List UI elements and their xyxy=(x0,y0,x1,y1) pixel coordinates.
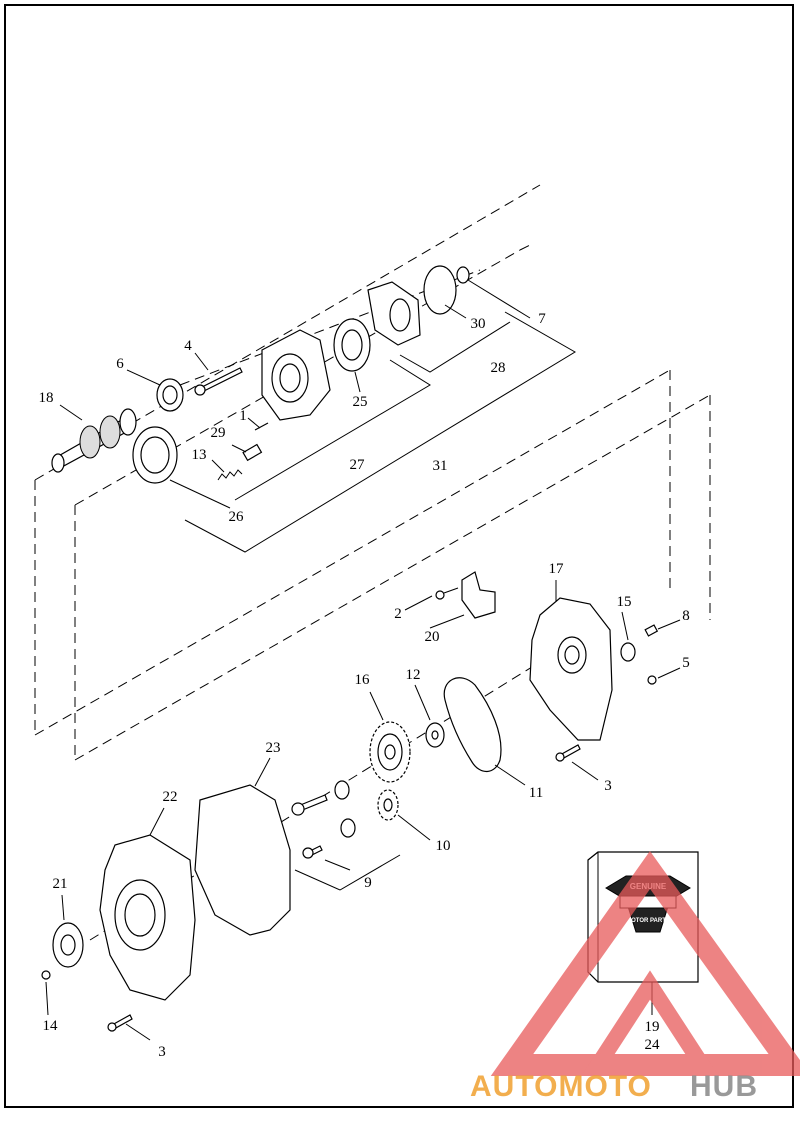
part-20-bracket xyxy=(461,571,496,619)
part-21-cap xyxy=(52,922,84,968)
part-9-bolts xyxy=(291,780,356,859)
callout-24: 24 xyxy=(645,1037,661,1053)
callout-13: 13 xyxy=(192,447,207,463)
part-2-screw xyxy=(435,587,459,600)
part-16-sprocket xyxy=(369,721,411,783)
callout-3-right: 3 xyxy=(604,778,612,794)
callout-18: 18 xyxy=(39,390,54,406)
callout-26: 26 xyxy=(229,509,245,525)
callout-19: 19 xyxy=(645,1019,660,1035)
part-3-screw-left xyxy=(107,1014,133,1032)
logo-line2: MOTOR PARTS xyxy=(626,918,670,924)
part-13-spring xyxy=(217,469,243,481)
part-27-pump-housing xyxy=(261,329,331,421)
callout-28: 28 xyxy=(491,360,506,376)
callout-20: 20 xyxy=(425,629,440,645)
part-22-cover xyxy=(99,834,196,1001)
watermark xyxy=(490,851,800,1076)
callout-11: 11 xyxy=(529,785,543,801)
callout-29: 29 xyxy=(211,425,226,441)
callout-8: 8 xyxy=(682,608,690,624)
part-11-chain xyxy=(443,677,502,773)
part-3-screw-right xyxy=(555,744,581,762)
part-5-plug xyxy=(647,675,657,685)
part-1-pin xyxy=(254,422,269,431)
callout-15: 15 xyxy=(617,594,632,610)
part-23-gasket xyxy=(194,784,291,936)
watermark-text-part2: HUB xyxy=(690,1070,758,1103)
callout-21: 21 xyxy=(53,876,68,892)
callout-labels: 1 2 3 3 4 5 6 7 8 9 10 11 12 13 14 15 16… xyxy=(39,311,690,1060)
callout-3-left: 3 xyxy=(158,1044,166,1060)
part-28-pump-cover xyxy=(367,281,421,346)
brackets xyxy=(184,311,576,891)
part-6-bearing xyxy=(156,378,184,412)
callout-23: 23 xyxy=(266,740,281,756)
callout-27: 27 xyxy=(350,457,366,473)
part-8-dowel xyxy=(644,624,659,637)
part-18-camshaft xyxy=(51,408,137,473)
callout-2: 2 xyxy=(394,606,402,622)
part-12-washer xyxy=(425,722,445,748)
leader-lines xyxy=(45,279,681,1041)
part-10-sprocket xyxy=(377,789,399,821)
part-29-valve xyxy=(242,443,263,462)
part-30-ring xyxy=(423,265,457,315)
callout-4: 4 xyxy=(184,338,192,354)
callout-22: 22 xyxy=(163,789,178,805)
callout-7: 7 xyxy=(538,311,546,327)
callout-1: 1 xyxy=(239,408,247,424)
part-7-oring xyxy=(456,266,470,284)
watermark-text-part1: AUTOMOTO xyxy=(470,1070,652,1103)
callout-31: 31 xyxy=(433,458,448,474)
callout-14: 14 xyxy=(43,1018,59,1034)
part-15-oring xyxy=(620,642,636,662)
diagram-border xyxy=(4,4,794,1108)
part-4-bolt xyxy=(194,367,243,396)
callout-6: 6 xyxy=(116,356,124,372)
callout-10: 10 xyxy=(436,838,451,854)
callout-30: 30 xyxy=(471,316,486,332)
callout-16: 16 xyxy=(355,672,371,688)
callout-12: 12 xyxy=(406,667,421,683)
watermark-text: AUTOMOTO HUB xyxy=(470,1070,758,1103)
callout-9: 9 xyxy=(364,875,372,891)
part-17-oil-pump-body xyxy=(529,597,613,741)
callout-17: 17 xyxy=(549,561,565,577)
part-26-gerotor xyxy=(132,426,178,484)
callout-25: 25 xyxy=(353,394,368,410)
part-14-screw xyxy=(41,970,51,980)
part-25-gerotor xyxy=(333,318,371,372)
watermark-inner-triangle xyxy=(583,970,717,1073)
callout-5: 5 xyxy=(682,655,690,671)
